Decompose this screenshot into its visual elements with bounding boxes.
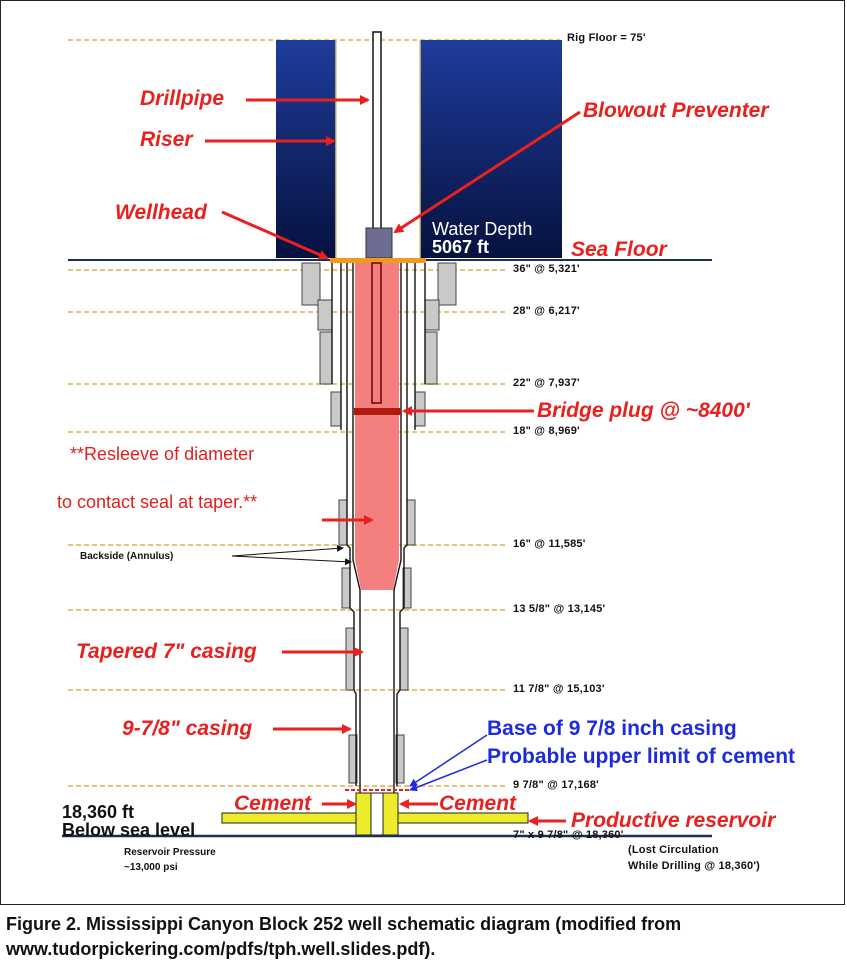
reservoir-zone [221, 789, 529, 836]
backside-arrows [231, 544, 352, 566]
base-casing-label: Base of 9 7/8 inch casing [487, 717, 737, 740]
wellhead [330, 258, 426, 263]
drillpipe-in-hole [371, 262, 382, 404]
backside-annulus-label: Backside (Annulus) [80, 551, 174, 562]
depth-lines [68, 39, 560, 787]
sea-floor-label: Sea Floor [571, 238, 667, 261]
casing-22-label: 22" @ 7,937' [513, 377, 580, 389]
wellhead-label: Wellhead [115, 201, 207, 224]
total-depth-label: 18,360 ft [62, 802, 135, 822]
lost-circulation-label-1: (Lost Circulation [628, 844, 719, 856]
casing-16-label: 16" @ 11,585' [513, 538, 586, 550]
resleeve-note-1: **Resleeve of diameter [70, 444, 255, 464]
casing-28-label: 28" @ 6,217' [513, 305, 580, 317]
drillpipe-label: Drillpipe [140, 87, 225, 110]
casing-11-label: 11 7/8" @ 15,103' [513, 683, 605, 695]
casing-36-label: 36" @ 5,321' [513, 263, 580, 275]
casing-7-label: 7" x 9 7/8" @ 18,360' [513, 829, 624, 841]
resleeve-note-2: to contact seal at taper.** [57, 492, 258, 512]
riser [335, 40, 421, 258]
casing-18-label: 18" @ 8,969' [513, 425, 580, 437]
reservoir-pressure-label: Reservoir Pressure [124, 847, 216, 858]
lost-circulation-label-2: While Drilling @ 18,360') [628, 860, 761, 872]
casing-978-label: 9-7/8" casing [122, 717, 253, 740]
water-depth-value: 5067 ft [432, 237, 490, 257]
below-sea-level-label: Below sea level [62, 820, 196, 840]
casing-13-label: 13 5/8" @ 13,145' [513, 603, 606, 615]
water-depth-label: Water Depth [432, 219, 533, 239]
well-schematic [62, 31, 712, 838]
rig-floor-label: Rig Floor = 75' [567, 32, 646, 44]
tapered-casing-label: Tapered 7" casing [76, 640, 257, 663]
bridge-plug-label: Bridge plug @ ~8400' [537, 399, 750, 422]
riser-label: Riser [140, 128, 193, 151]
reservoir-pressure-value: ~13,000 psi [124, 862, 178, 873]
caption-line-2: www.tudorpickering.com/pdfs/tph.well.sli… [6, 939, 436, 959]
casing-strings [301, 262, 457, 784]
blowout-preventer [365, 227, 393, 259]
productive-reservoir-label: Productive reservoir [571, 809, 776, 832]
label-arrows [205, 95, 581, 826]
casing-9-label: 9 7/8" @ 17,168' [513, 779, 599, 791]
cement-left-label: Cement [234, 792, 312, 815]
casing-walls [331, 263, 426, 800]
blue-arrows [409, 734, 488, 792]
drillpipe [372, 31, 382, 231]
ocean-water [276, 40, 562, 258]
figure-caption: Figure 2. Mississippi Canyon Block 252 w… [6, 912, 836, 962]
bop-label: Blowout Preventer [583, 99, 769, 122]
caption-line-1: Figure 2. Mississippi Canyon Block 252 w… [6, 914, 682, 934]
upper-cement-label: Probable upper limit of cement [487, 745, 796, 768]
production-casing-fluid [355, 263, 399, 590]
figure-frame [0, 0, 845, 905]
cement-right-label: Cement [439, 792, 517, 815]
bridge-plug [354, 408, 401, 415]
